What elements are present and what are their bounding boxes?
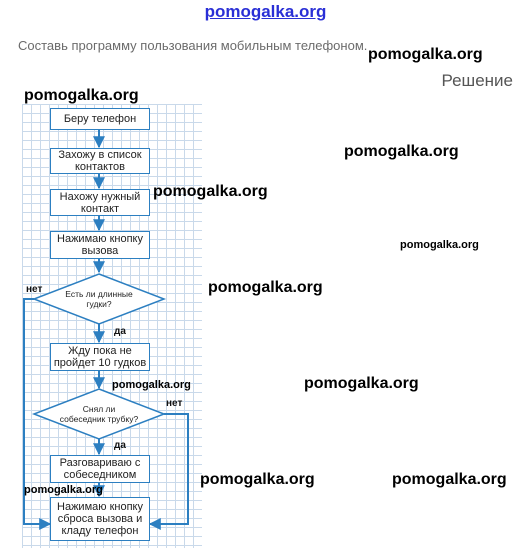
solution-heading: Решение — [441, 71, 513, 90]
watermark: pomogalka.org — [392, 471, 507, 488]
site-title[interactable]: pomogalka.org — [204, 2, 327, 21]
label-no-1: нет — [26, 284, 43, 295]
decision-1-shape — [31, 273, 167, 325]
branch-no-2 — [148, 413, 189, 530]
step-take-phone: Беру телефон — [50, 108, 150, 130]
step-hang-up: Нажимаю кнопку сброса вызова и кладу тел… — [50, 497, 150, 541]
decision-picked-up: Снял ли собеседник трубку? — [59, 404, 139, 424]
watermark: pomogalka.org — [368, 46, 483, 63]
label-yes-1: да — [114, 326, 126, 337]
watermark: pomogalka.org — [304, 375, 419, 392]
watermark: pomogalka.org — [208, 279, 323, 296]
watermark: pomogalka.org — [400, 239, 479, 251]
watermark: pomogalka.org — [344, 143, 459, 160]
step-wait-tones: Жду пока не пройдет 10 гудков — [50, 343, 150, 371]
label-no-2: нет — [166, 398, 183, 409]
step-open-contacts: Захожу в список контактов — [50, 148, 150, 174]
watermark: pomogalka.org — [112, 379, 191, 391]
watermark: pomogalka.org — [24, 484, 103, 496]
step-press-call: Нажимаю кнопку вызова — [50, 231, 150, 259]
step-find-contact: Нахожу нужный контакт — [50, 189, 150, 216]
flowchart-connectors — [23, 130, 189, 530]
step-talk: Разговариваю с собеседником — [50, 455, 150, 483]
decision-long-tones: Есть ли длинные гудки? — [65, 289, 133, 309]
watermark: pomogalka.org — [24, 87, 139, 104]
decision-2-shape — [31, 388, 167, 440]
label-yes-2: да — [114, 440, 126, 451]
task-text: Составь программу пользования мобильным … — [18, 38, 368, 53]
watermark: pomogalka.org — [200, 471, 315, 488]
flowchart: Беру телефон Захожу в список контактов Н… — [22, 104, 202, 548]
watermark: pomogalka.org — [153, 183, 268, 200]
branch-no-1 — [23, 298, 52, 530]
